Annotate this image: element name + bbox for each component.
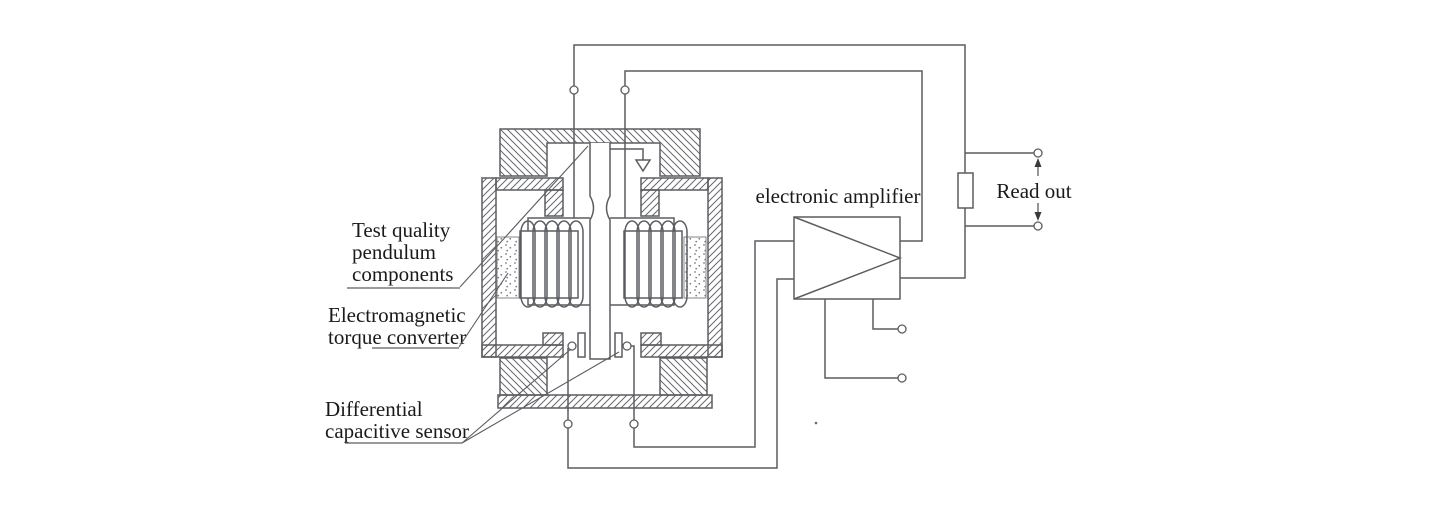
deflection-arrow-line	[610, 148, 644, 160]
terminal-circle	[569, 85, 579, 95]
coil-turn	[672, 220, 688, 308]
resistor-symbol	[957, 172, 974, 209]
housing-right-wall	[707, 177, 723, 358]
terminal-circle	[897, 324, 907, 334]
terminal-circle	[620, 85, 630, 95]
amplifier-output-wire	[900, 208, 966, 279]
up-arrow-head	[1034, 158, 1042, 167]
sensor-pivot-left	[567, 341, 577, 351]
amplifier-terminal-wire-2	[824, 299, 898, 379]
bottom-cap-base-plate	[497, 394, 713, 409]
leader-line	[461, 348, 572, 444]
terminal-circle	[1033, 221, 1043, 231]
magnet-left	[496, 236, 520, 299]
readout-label: Read out	[996, 179, 1071, 203]
bottom-cap-left-block	[499, 357, 548, 396]
wire-terminals	[563, 85, 907, 429]
housing-right-bottom-step	[640, 332, 662, 346]
deflection-arrow	[610, 148, 652, 173]
label-pendulum-components: Test quality pendulum components	[347, 145, 589, 289]
sensor-pivot-right	[622, 341, 632, 351]
wiring	[563, 44, 966, 469]
housing-frame	[481, 177, 723, 358]
coil-turn	[556, 220, 572, 308]
terminal-circle	[1033, 148, 1043, 158]
coil-turn	[568, 220, 584, 308]
terminal-circle	[629, 419, 639, 429]
label-line: components	[352, 262, 453, 286]
leader-line	[458, 272, 509, 348]
coil-turn	[660, 220, 676, 308]
magnet-right	[683, 236, 707, 299]
amplifier-block: electronic amplifier	[756, 184, 921, 300]
coil-brackets	[527, 217, 675, 306]
terminal-circle	[563, 419, 573, 429]
housing-left-top-step	[544, 189, 564, 217]
amplifier-label: electronic amplifier	[756, 184, 921, 208]
label-line: capacitive sensor	[325, 419, 469, 443]
label-line: pendulum	[352, 240, 436, 264]
bracket-bottom-left	[527, 298, 590, 306]
housing-right-top-step	[640, 189, 660, 217]
opamp-triangle-icon	[793, 216, 903, 300]
pendulum-shaft	[589, 143, 611, 360]
housing-left-wall	[481, 177, 497, 358]
bracket-top-left	[527, 217, 590, 231]
coil-turn	[624, 220, 640, 308]
readout-polarity-arrows	[1034, 158, 1042, 221]
down-arrow-head	[1034, 212, 1042, 221]
housing-bottom-cap	[497, 357, 713, 409]
sensor-plate-right	[614, 332, 623, 358]
coil-turn	[544, 220, 560, 308]
accelerometer-assembly	[481, 128, 723, 409]
callout-labels: Test quality pendulum components Electro…	[325, 145, 620, 444]
bottom-cap-right-block	[659, 357, 708, 396]
amplifier-terminal-wire-1	[872, 299, 898, 330]
sensor-wire-right	[631, 240, 794, 448]
housing-left-top-flange	[495, 177, 564, 191]
torquer-coil-right	[623, 220, 688, 308]
label-line: Differential	[325, 397, 423, 421]
housing-right-bottom-flange	[640, 344, 723, 358]
stray-dot	[814, 421, 818, 425]
coil-turn	[648, 220, 664, 308]
label-torque-converter: Electromagnetic torque converter	[328, 272, 509, 349]
leader-line	[461, 351, 620, 444]
housing-left-bottom-step	[542, 332, 564, 346]
housing-top-cap	[499, 128, 701, 177]
coil-turn	[636, 220, 652, 308]
label-line: Electromagnetic	[328, 303, 466, 327]
label-capacitive-sensor: Differential capacitive sensor	[325, 348, 620, 444]
leader-line	[459, 145, 589, 288]
down-arrow-icon	[634, 159, 652, 173]
terminal-circle	[897, 373, 907, 383]
housing-left-bottom-flange	[481, 344, 564, 358]
coil-wire-right-feedback	[624, 70, 923, 242]
torquer-coil-left	[519, 220, 584, 308]
readout-block: Read out	[957, 148, 1072, 231]
label-line: Test quality	[352, 218, 451, 242]
bracket-top-right	[610, 217, 675, 231]
housing-right-top-flange	[640, 177, 709, 191]
coil-wire-left	[573, 44, 966, 218]
amplifier-box	[793, 216, 901, 300]
label-line: torque converter	[328, 325, 466, 349]
bracket-bottom-right	[610, 298, 675, 306]
capacitive-sensor-plates	[567, 332, 632, 358]
coil-turn	[532, 220, 548, 308]
sensor-plate-left	[577, 332, 586, 358]
